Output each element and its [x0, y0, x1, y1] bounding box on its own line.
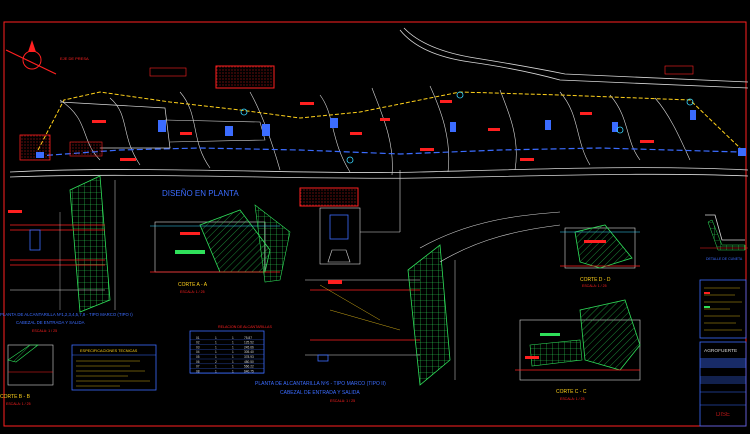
table-cell: 02 [196, 341, 200, 345]
table-cell: 01 [196, 336, 200, 340]
table-cell: 1 [232, 369, 234, 373]
section-dd-scale: ESCALA: 1 / 25 [582, 284, 607, 288]
table-cell: 1 [232, 355, 234, 359]
table-cell: 1 [232, 350, 234, 354]
culvert-plan-type-2 [305, 170, 561, 386]
section-cc-scale: ESCALA: 1 / 25 [560, 397, 585, 401]
specs-title: ESPECIFICACIONES TECNICAS [80, 349, 138, 353]
section-cc [515, 299, 641, 381]
table-cell: 1 [215, 345, 217, 349]
table-cell: 1 [232, 360, 234, 364]
table-cell: 75.87 [244, 336, 252, 340]
specifications-box: ESPECIFICACIONES TECNICAS [71, 344, 157, 391]
table-cell: 03 [196, 345, 200, 349]
section-bb-title: CORTE B - B [0, 394, 31, 400]
table-cell: 125.52 [244, 341, 254, 345]
table-cell: 480.50 [244, 360, 254, 364]
table-cell: 245.66 [244, 345, 254, 349]
center-view-title-1: PLANTA DE ALCANTARILLA Nº6 - TIPO MARCO … [255, 381, 386, 387]
legend-box [699, 279, 747, 339]
table-cell: 2 [215, 360, 217, 364]
table-cell: 1 [232, 341, 234, 345]
plan-title: DISEÑO EN PLANTA [162, 189, 239, 198]
section-bb [7, 344, 54, 386]
table-cell: 1 [215, 350, 217, 354]
section-bb-scale: ESCALA: 1 / 25 [6, 402, 31, 406]
section-dd-title: CORTE D - D [580, 277, 611, 283]
table-cell: 05 [196, 355, 200, 359]
table-cell: 06 [196, 360, 200, 364]
table-cell: 1 [232, 345, 234, 349]
table-cell: 07 [196, 365, 200, 369]
table-cell: 1 [215, 355, 217, 359]
table-cell: 305.40 [244, 350, 254, 354]
left-view-scale: ESCALA: 1 / 25 [32, 329, 57, 333]
table-cell: 08 [196, 369, 200, 373]
table-cell: 1 [215, 341, 217, 345]
title-block-label: AGROFUERTE [704, 348, 737, 354]
table-cell: 566.22 [244, 365, 254, 369]
section-aa [150, 204, 291, 283]
section-cc-title: CORTE C - C [556, 389, 587, 395]
table-cell: 1 [215, 365, 217, 369]
table-cell: 640.75 [244, 369, 254, 373]
section-aa-title: CORTE A - A [178, 282, 208, 288]
svg-text:DISE: DISE [716, 412, 730, 418]
left-view-title-2: CABEZAL DE ENTRADA Y SALIDA [16, 320, 85, 325]
section-aa-scale: ESCALA: 1 / 25 [180, 290, 205, 294]
culvert-plan-type-1 [8, 175, 116, 313]
table-cell: 378.93 [244, 355, 254, 359]
sheet-frame [3, 21, 747, 427]
table-cell: 1 [215, 369, 217, 373]
table-title: RELACION DE ALCANTARILLAS [218, 325, 272, 329]
plan-view: EJE DE PRESA DISEÑO EN PLANTA [5, 27, 749, 207]
center-view-title-2: CABEZAL DE ENTRADA Y SALIDA [280, 390, 360, 396]
title-block: DISE [699, 341, 747, 427]
left-view-title-1: PLANTA DE ALCANTARILLA Nº1,2,3,4,5,7,8 -… [0, 312, 133, 317]
north-arrow-icon [5, 40, 57, 75]
ditch-detail-title: DETALLE DE CUNETA [706, 257, 743, 261]
section-dd [560, 224, 640, 269]
north-label: EJE DE PRESA [60, 56, 89, 61]
table-cell: 1 [232, 365, 234, 369]
table-cell: 1 [215, 336, 217, 340]
table-cell: 04 [196, 350, 200, 354]
table-cell: 1 [232, 336, 234, 340]
center-view-scale: ESCALA: 1 / 25 [330, 399, 355, 403]
ditch-detail [700, 214, 748, 251]
